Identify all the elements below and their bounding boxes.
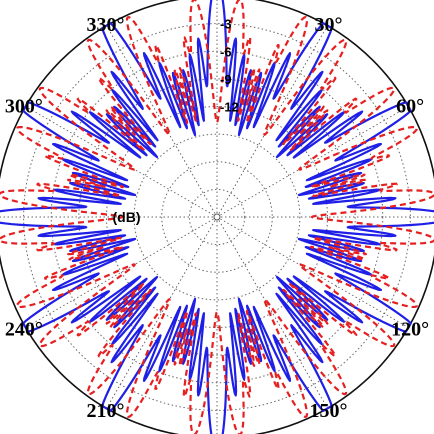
unit-label: (dB): [113, 209, 141, 225]
angle-tick-label: 300°: [5, 96, 43, 118]
grid-ring: [188, 188, 246, 246]
radial-tick-label: -6: [220, 44, 232, 59]
grid-spoke: [220, 106, 409, 216]
grid-ring: [161, 161, 273, 273]
angle-tick-label: 60°: [396, 96, 424, 118]
grid-ring: [133, 133, 301, 301]
grid-ring: [23, 23, 411, 411]
angle-tick-label: 330°: [87, 14, 125, 36]
grid-ring: [106, 106, 328, 328]
grid-ring: [50, 50, 384, 384]
radial-tick-label: -9: [220, 72, 232, 87]
angle-tick-label: 30°: [315, 14, 343, 36]
radial-tick-label: -12: [220, 100, 239, 115]
grid-spoke: [106, 25, 216, 214]
grid-spoke: [25, 218, 214, 328]
grid-spoke: [218, 25, 328, 214]
angle-tick-label: 240°: [5, 319, 43, 341]
grid-spoke: [25, 106, 214, 216]
angle-tick-label: 120°: [391, 319, 429, 341]
grid-spoke: [218, 220, 328, 409]
grid-spoke: [220, 218, 409, 328]
angle-tick-label: 150°: [310, 400, 348, 422]
grid-ring: [78, 78, 356, 356]
angle-tick-label: 210°: [87, 400, 125, 422]
grid-spoke: [106, 220, 216, 409]
radial-tick-label: -3: [220, 17, 232, 32]
label-layer: -3 -6 -9 -12 330° 30° 300° 60° 240° 120° 210° 150° (…: [5, 14, 429, 422]
center-marker: [213, 213, 221, 221]
